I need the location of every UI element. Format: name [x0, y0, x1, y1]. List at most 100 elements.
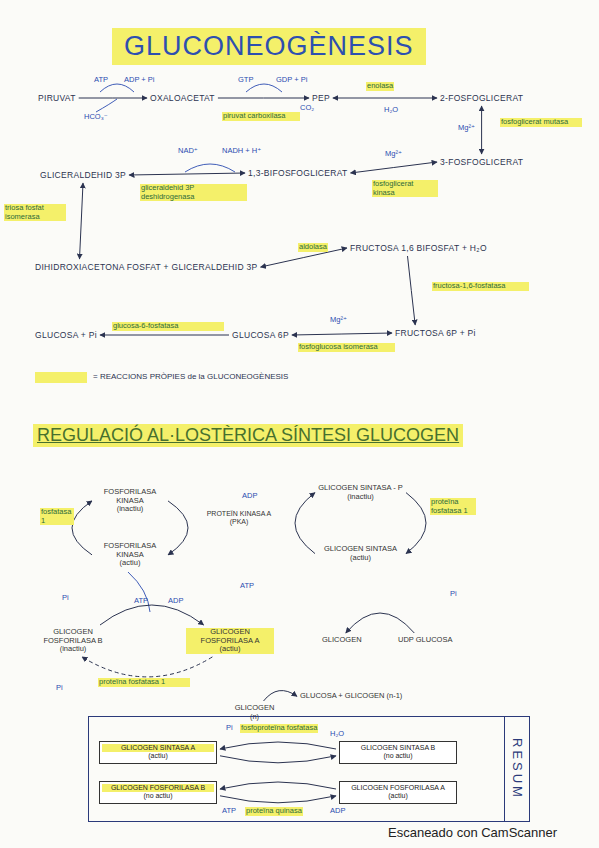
- legend-text: = REACCIONS PRÒPIES de la GLUCONEOGÈNESI…: [93, 372, 288, 381]
- enzyme-box: GLICOGEN FOSFORILASA A(actiu): [339, 781, 457, 804]
- metabolite: GLICERALDEHID 3P: [40, 170, 126, 180]
- enzyme-state: GLICOGEN FOSFORILASA A(actiu): [186, 628, 274, 654]
- enzyme-state: GLICOGEN: [322, 636, 362, 645]
- node-text: GLICOGEN FOSFORILASA B: [28, 628, 118, 645]
- enzyme-state: GLICOGEN SINTASA - P(inactiu): [318, 484, 403, 501]
- cofactor-arc: [185, 164, 235, 172]
- cofactor-label: Pi: [56, 684, 63, 693]
- node-text: PEP: [312, 93, 330, 103]
- legend-swatch: [35, 372, 87, 383]
- reaction-arrow: [295, 493, 315, 554]
- node-subtext: (no actiu): [102, 792, 214, 800]
- enzyme-state: GLICOGEN SINTASA(actiu): [318, 545, 403, 562]
- cofactor-label: ADP: [330, 807, 345, 816]
- cofactor-label: HCO₃⁻: [84, 113, 108, 122]
- reaction-arrow: [481, 106, 482, 154]
- cofactor-label: CO₂: [300, 104, 314, 113]
- node-text: OXALOACETAT: [150, 93, 215, 103]
- metabolite: FRUCTOSA 6P + Pi: [395, 328, 476, 338]
- enzyme-label: enolasa: [366, 82, 394, 91]
- enzyme-state: UDP GLUCOSA: [398, 636, 452, 645]
- cofactor-label: ATP: [134, 597, 148, 606]
- watermark: Escaneado con CamScanner: [388, 826, 557, 841]
- enzyme-state: GLICOGEN FOSFORILASA B(inactiu): [28, 628, 118, 654]
- cofactor-label: H₂O: [384, 106, 398, 115]
- node-subtext: (no actiu): [342, 752, 454, 760]
- metabolite: GLUCOSA + Pi: [35, 330, 97, 340]
- cofactor-label: Pi: [450, 590, 457, 599]
- node-subtext: (actiu): [342, 792, 454, 800]
- enzyme-box: GLICOGEN SINTASA A(actiu): [99, 741, 217, 764]
- metabolite: FRUCTOSA 1,6 BIFOSFAT + H₂O: [350, 243, 487, 253]
- reaction-arrow: [408, 256, 416, 325]
- reaction-arrow: [333, 98, 437, 99]
- node-subtext: (actiu): [186, 645, 274, 654]
- cofactor-label: GDP + Pi: [276, 76, 307, 85]
- node-text: FRUCTOSA 6P + Pi: [395, 328, 476, 338]
- reaction-arrow: [351, 162, 438, 173]
- node-subtext: (actiu): [95, 559, 165, 568]
- reaction-arrow: [100, 335, 229, 336]
- reaction-arrow: [100, 605, 204, 625]
- cofactor-label: H₂O: [330, 730, 344, 739]
- reaction-arrow: [264, 691, 298, 701]
- metabolite: 2-FOSFOGLICERAT: [440, 93, 523, 103]
- cofactor-label: Mg²⁺: [385, 150, 402, 159]
- cofactor-label: NADH + H⁺: [222, 147, 261, 156]
- node-text: 3-FOSFOGLICERAT: [440, 157, 523, 167]
- enzyme-label: fosfatasa 1: [40, 508, 74, 525]
- metabolite: PEP: [312, 93, 330, 103]
- enzyme-label: aldolasa: [298, 243, 328, 252]
- metabolite: OXALOACETAT: [150, 93, 215, 103]
- enzyme-state: FOSFORILASA KINASA(inactiu): [95, 488, 165, 514]
- reaction-arrow: [168, 501, 188, 555]
- cofactor-label: ATP: [240, 582, 254, 591]
- node-text: GLICOGEN FOSFORILASA A: [186, 628, 274, 645]
- node-text: GLICOGEN SINTASA B: [342, 744, 454, 752]
- page-title: GLUCONEOGÈNESIS: [112, 28, 426, 65]
- cofactor-arc: [100, 84, 134, 92]
- reaction-arrow: [292, 333, 392, 335]
- section-heading: REGULACIÓ AL·LOSTÈRICA SÍNTESI GLUCOGEN: [33, 424, 463, 447]
- cofactor-label: GTP: [238, 76, 253, 85]
- reaction-arrow: [220, 782, 336, 789]
- node-text: RESUM: [504, 717, 529, 821]
- enzyme-label: gliceraldehid 3P deshidrogenasa: [140, 184, 247, 201]
- cofactor-label: ATP: [222, 807, 236, 816]
- node-text: 2-FOSFOGLICERAT: [440, 93, 523, 103]
- metabolite: DIHIDROXIACETONA FOSFAT + GLICERALDEHID …: [35, 262, 258, 272]
- node-text: FOSFORILASA KINASA: [95, 488, 165, 505]
- node-subtext: (inactiu): [95, 505, 165, 514]
- node-text: GLICOGEN: [322, 636, 362, 645]
- cofactor-arc: [246, 84, 282, 92]
- node-subtext: (inactiu): [318, 493, 403, 502]
- node-text: DIHIDROXIACETONA FOSFAT + GLICERALDEHID …: [35, 262, 258, 272]
- reaction-arrow: [129, 173, 245, 175]
- metabolite: 1,3-BIFOSFOGLICERAT: [248, 168, 348, 178]
- node-text: FRUCTOSA 1,6 BIFOSFAT + H₂O: [350, 243, 487, 253]
- enzyme-state: GLUCOSA + GLICOGEN (n-1): [300, 692, 402, 701]
- enzyme-label: piruvat carboxilasa: [222, 112, 300, 121]
- metabolite: 3-FOSFOGLICERAT: [440, 157, 523, 167]
- cofactor-label: ADP: [168, 597, 183, 606]
- enzyme-box: GLICOGEN FOSFORILASA B(no actiu): [99, 781, 217, 804]
- node-subtext: (inactiu): [28, 645, 118, 654]
- node-text: 1,3-BIFOSFOGLICERAT: [248, 168, 348, 178]
- reaction-arrow: [80, 183, 84, 259]
- reaction-arrow: [218, 98, 309, 99]
- enzyme-box: GLICOGEN SINTASA B(no actiu): [339, 741, 457, 764]
- enzyme-label: proteïna quinasa: [245, 807, 303, 816]
- reaction-arrow: [220, 796, 336, 803]
- node-text: GLICOGEN (n): [232, 704, 277, 721]
- reaction-arrow: [79, 98, 147, 99]
- node-subtext: (actiu): [102, 752, 214, 760]
- node-text: GLUCOSA + Pi: [35, 330, 97, 340]
- enzyme-note: PROTEÏN KINASA A (PKA): [202, 510, 276, 526]
- cofactor-label: ATP: [94, 76, 108, 85]
- enzyme-label: glucosa-6-fosfatasa: [112, 322, 224, 331]
- node-text: GLICOGEN SINTASA: [318, 545, 403, 554]
- node-text: GLICOGEN FOSFORILASA B: [102, 784, 214, 792]
- cofactor-label: Mg²⁺: [330, 316, 347, 325]
- enzyme-label: fosfoglucosa isomerasa: [298, 343, 395, 352]
